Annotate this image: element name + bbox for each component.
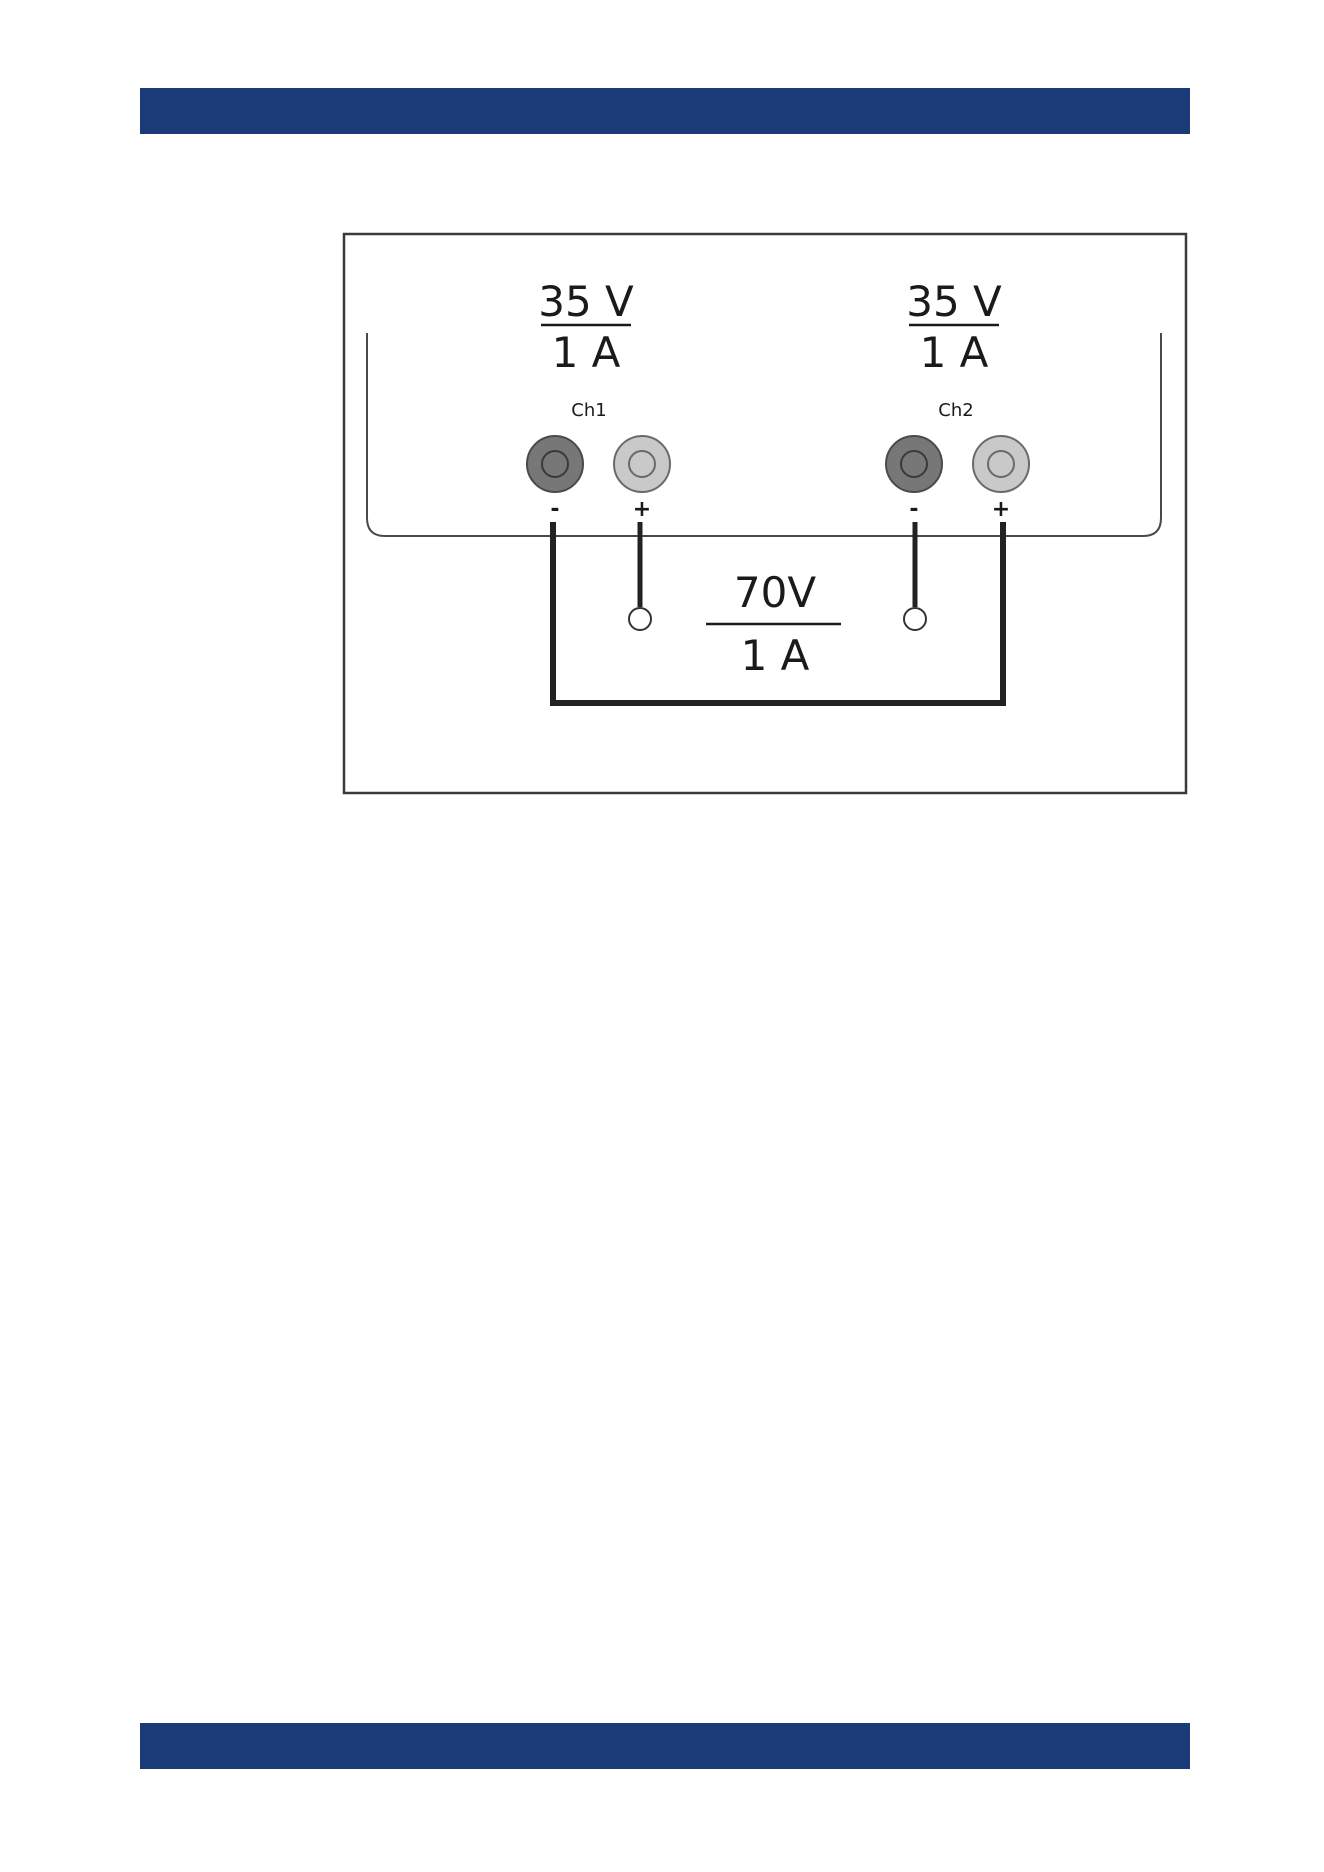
ch1-label: Ch1	[571, 400, 606, 421]
series-current-label: 1 A	[741, 631, 810, 680]
instrument-panel-outline	[367, 333, 1161, 536]
output-negative-connector	[904, 608, 926, 630]
ch2-negative-terminal	[886, 436, 942, 492]
ch1-minus-mark: -	[550, 497, 559, 522]
ch1-voltage-label: 35 V	[538, 277, 634, 326]
ch1-positive-terminal	[614, 436, 670, 492]
ch2-current-label: 1 A	[920, 328, 989, 377]
ch1-negative-terminal	[527, 436, 583, 492]
ch2-minus-mark: -	[909, 497, 918, 522]
figure-frame	[344, 234, 1186, 793]
ch2-voltage-label: 35 V	[906, 277, 1002, 326]
series-voltage-label: 70V	[734, 568, 816, 617]
ch2-plus-mark: +	[992, 497, 1010, 522]
ch1-current-label: 1 A	[552, 328, 621, 377]
ch2-positive-terminal	[973, 436, 1029, 492]
output-positive-connector	[629, 608, 651, 630]
ch2-label: Ch2	[938, 400, 973, 421]
ch1-plus-mark: +	[633, 497, 651, 522]
